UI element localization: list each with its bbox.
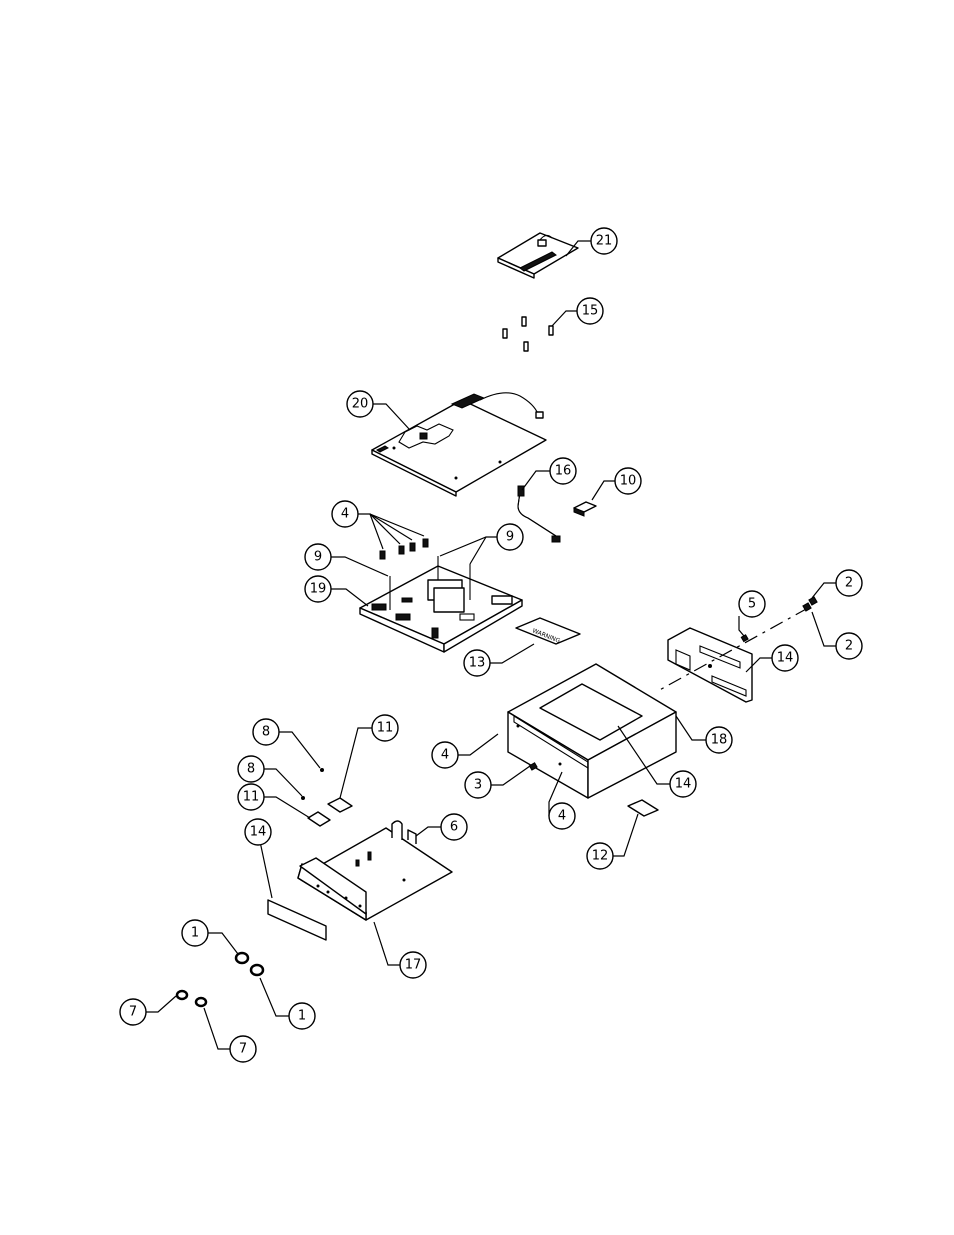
callout-19: 19 [304,575,332,603]
callout-11-lower: 11 [237,783,265,811]
svg-text:5: 5 [748,597,756,612]
svg-text:3: 3 [474,778,482,793]
svg-text:4: 4 [441,748,449,763]
callout-9-right: 9 [496,523,524,551]
callout-2-top: 2 [835,569,863,597]
callout-11-upper: 11 [371,714,399,742]
callout-15: 15 [576,297,604,325]
svg-text:11: 11 [243,790,260,805]
part-21-small-board [497,232,579,279]
svg-text:17: 17 [405,958,422,973]
callout-12: 12 [586,842,614,870]
svg-text:9: 9 [314,550,322,565]
callout-2-bottom: 2 [835,632,863,660]
svg-text:11: 11 [377,721,394,736]
svg-text:19: 19 [310,582,327,597]
callout-21: 21 [590,227,618,255]
part-16-ribbon-cable [517,485,561,543]
part-17-chassis-base [297,820,453,921]
part-18-cover [507,663,677,799]
svg-text:14: 14 [675,777,692,792]
part-20-main-board [371,392,547,497]
callout-7-right: 7 [229,1035,257,1063]
callout-6: 6 [440,813,468,841]
svg-text:10: 10 [620,474,637,489]
callout-9-left: 9 [304,543,332,571]
svg-text:18: 18 [711,733,728,748]
part-15-standoffs [502,316,554,352]
callout-18: 18 [705,726,733,754]
callout-17: 17 [399,951,427,979]
part-2-screws [802,596,818,612]
svg-text:9: 9 [506,530,514,545]
svg-text:13: 13 [469,656,486,671]
callout-3: 3 [464,771,492,799]
svg-text:8: 8 [262,725,270,740]
svg-text:7: 7 [239,1042,247,1057]
part-1-rings [234,951,265,977]
callout-13: 13 [463,649,491,677]
callout-14-rear: 14 [771,644,799,672]
svg-text:16: 16 [555,464,572,479]
part-8-washers [301,768,324,800]
callout-8-upper: 8 [252,718,280,746]
callout-4-lower: 4 [548,802,576,830]
part-19-lower-board [359,556,523,653]
part-10-connector [573,501,597,517]
callout-14-top: 14 [669,770,697,798]
svg-text:20: 20 [352,397,369,412]
svg-text:1: 1 [298,1009,306,1024]
callout-1-upper: 1 [181,919,209,947]
part-3-screw [528,762,538,771]
svg-text:1: 1 [191,926,199,941]
part-14-rear-panel [667,627,753,703]
svg-text:7: 7 [129,1005,137,1020]
svg-text:6: 6 [450,820,458,835]
callout-8-lower: 8 [237,755,265,783]
svg-text:4: 4 [341,507,349,522]
svg-text:2: 2 [845,639,853,654]
callout-10: 10 [614,467,642,495]
part-12-label [627,799,659,817]
callout-7-left: 7 [119,998,147,1026]
svg-text:8: 8 [247,762,255,777]
part-11-pads [307,797,353,827]
part-14-side-strip [267,899,327,941]
callout-20: 20 [346,390,374,418]
callout-1-lower: 1 [288,1002,316,1030]
callout-4-upper: 4 [331,500,359,528]
part-7-washers [175,989,208,1008]
svg-text:14: 14 [777,651,794,666]
part-5-screw [740,634,749,643]
svg-text:12: 12 [592,849,609,864]
svg-text:15: 15 [582,304,599,319]
leader-lines [146,240,836,1050]
part-13-warning-label: WARNING [515,617,581,645]
callout-14-side: 14 [244,818,272,846]
svg-text:21: 21 [596,234,613,249]
svg-text:2: 2 [845,576,853,591]
callout-16: 16 [549,457,577,485]
part-4-screws-upper [379,538,429,560]
callout-4-cover: 4 [431,741,459,769]
callout-5: 5 [738,590,766,618]
callout-bubbles: 21 15 20 16 10 4 9 9 19 13 2 5 2 14 8 11… [119,227,863,1063]
svg-text:14: 14 [250,825,267,840]
svg-text:4: 4 [558,809,566,824]
